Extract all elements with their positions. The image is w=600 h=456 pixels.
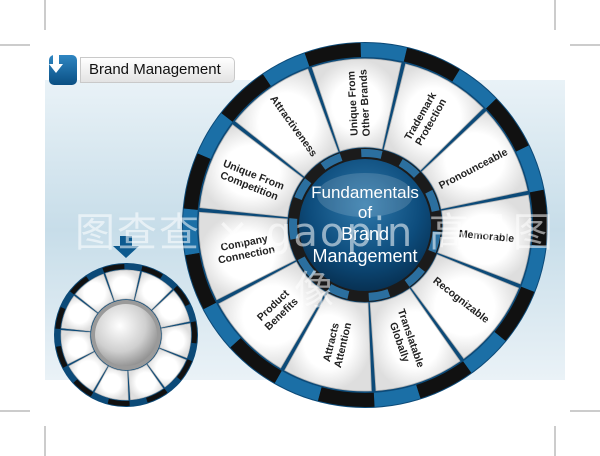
mini-segment	[128, 364, 164, 401]
center-title-line: of	[358, 203, 372, 222]
ring-accent-dark	[529, 189, 547, 247]
mini-segment	[134, 271, 173, 311]
center-title-line: Brand	[341, 224, 389, 244]
mini-segment	[94, 366, 129, 401]
segment-label: Memorable	[458, 228, 514, 245]
ring-accent-dark	[304, 43, 362, 67]
ring-accent-dark	[403, 47, 460, 82]
down-arrow-icon	[49, 55, 77, 85]
center-gloss	[317, 173, 413, 217]
segment-5	[369, 288, 461, 392]
segment-label: Unique FromOther Brands	[345, 69, 372, 137]
ring-accent-dark	[221, 74, 271, 122]
mini-ring-accent	[173, 285, 190, 307]
ring-accent-dark	[486, 98, 529, 152]
mini-segment	[60, 329, 95, 365]
mini-ring-accent	[141, 265, 163, 279]
segment-9	[199, 124, 304, 218]
ring-accent-blue	[183, 208, 200, 256]
segment-7	[218, 261, 326, 369]
segment-2	[421, 110, 528, 210]
ring-accent-blue	[274, 370, 322, 401]
segment-6	[284, 292, 372, 392]
inner-ring-accent	[294, 178, 312, 201]
mini-segment	[61, 295, 98, 332]
inner-ring-accent	[428, 231, 441, 253]
segment-1	[383, 63, 484, 171]
mini-segment	[147, 348, 187, 388]
title-bar: Brand Management	[49, 55, 237, 85]
ring-accent-dark	[416, 361, 472, 399]
mini-ring-accent	[55, 307, 66, 330]
mini-ring-accent	[107, 398, 130, 407]
ring-accent-dark	[185, 252, 217, 310]
segment-0	[311, 58, 402, 152]
segment-4	[410, 254, 520, 359]
ring-accent-blue	[521, 244, 546, 292]
inner-ring-accent	[327, 284, 350, 299]
mini-segment	[159, 323, 192, 359]
ring-accent-blue	[203, 302, 241, 348]
center-hub	[299, 159, 431, 291]
mini-segment	[74, 273, 114, 313]
inner-ring-accent	[288, 218, 299, 240]
page-title: Brand Management	[80, 57, 235, 83]
ring-accent-blue	[373, 385, 421, 407]
mini-ring-accent	[55, 345, 68, 368]
inner-ring-accent	[297, 256, 317, 278]
mini-ring-accent	[73, 379, 94, 397]
inner-ring-accent	[425, 189, 440, 212]
inner-ring-accent	[368, 289, 391, 301]
center-title-line: Management	[312, 246, 417, 266]
mini-wheel	[54, 263, 198, 407]
mini-ring-accent	[69, 276, 90, 295]
center-title-line: Fundamentals	[311, 183, 419, 202]
ring-accent-blue	[516, 145, 544, 193]
mini-ring-accent	[102, 264, 125, 273]
ring-accent-blue	[463, 331, 506, 373]
ring-accent-blue	[360, 43, 408, 62]
inner-ring-accent	[320, 153, 343, 170]
segment-10	[234, 68, 339, 177]
mini-segment	[105, 269, 141, 302]
mini-hub	[95, 304, 157, 366]
inner-ring-accent	[361, 149, 383, 159]
segment-8	[198, 211, 296, 301]
ring-accent-blue	[262, 53, 310, 86]
mini-ring-accent	[190, 321, 197, 344]
ring-accent-blue	[452, 69, 497, 109]
ring-accent-dark	[230, 338, 282, 384]
ring-accent-dark	[317, 387, 375, 407]
mini-segment	[151, 290, 190, 328]
mini-segment	[68, 351, 109, 392]
ring-accent-blue	[197, 113, 233, 159]
inner-ring-accent	[404, 266, 425, 287]
pointer-arrow-icon	[113, 236, 139, 258]
ring-accent-dark	[183, 153, 211, 210]
ring-accent-dark	[494, 286, 535, 341]
inner-ring-accent	[398, 159, 420, 178]
mini-ring-accent	[146, 388, 168, 403]
segment-3	[437, 194, 532, 285]
mini-ring-accent	[176, 359, 193, 381]
